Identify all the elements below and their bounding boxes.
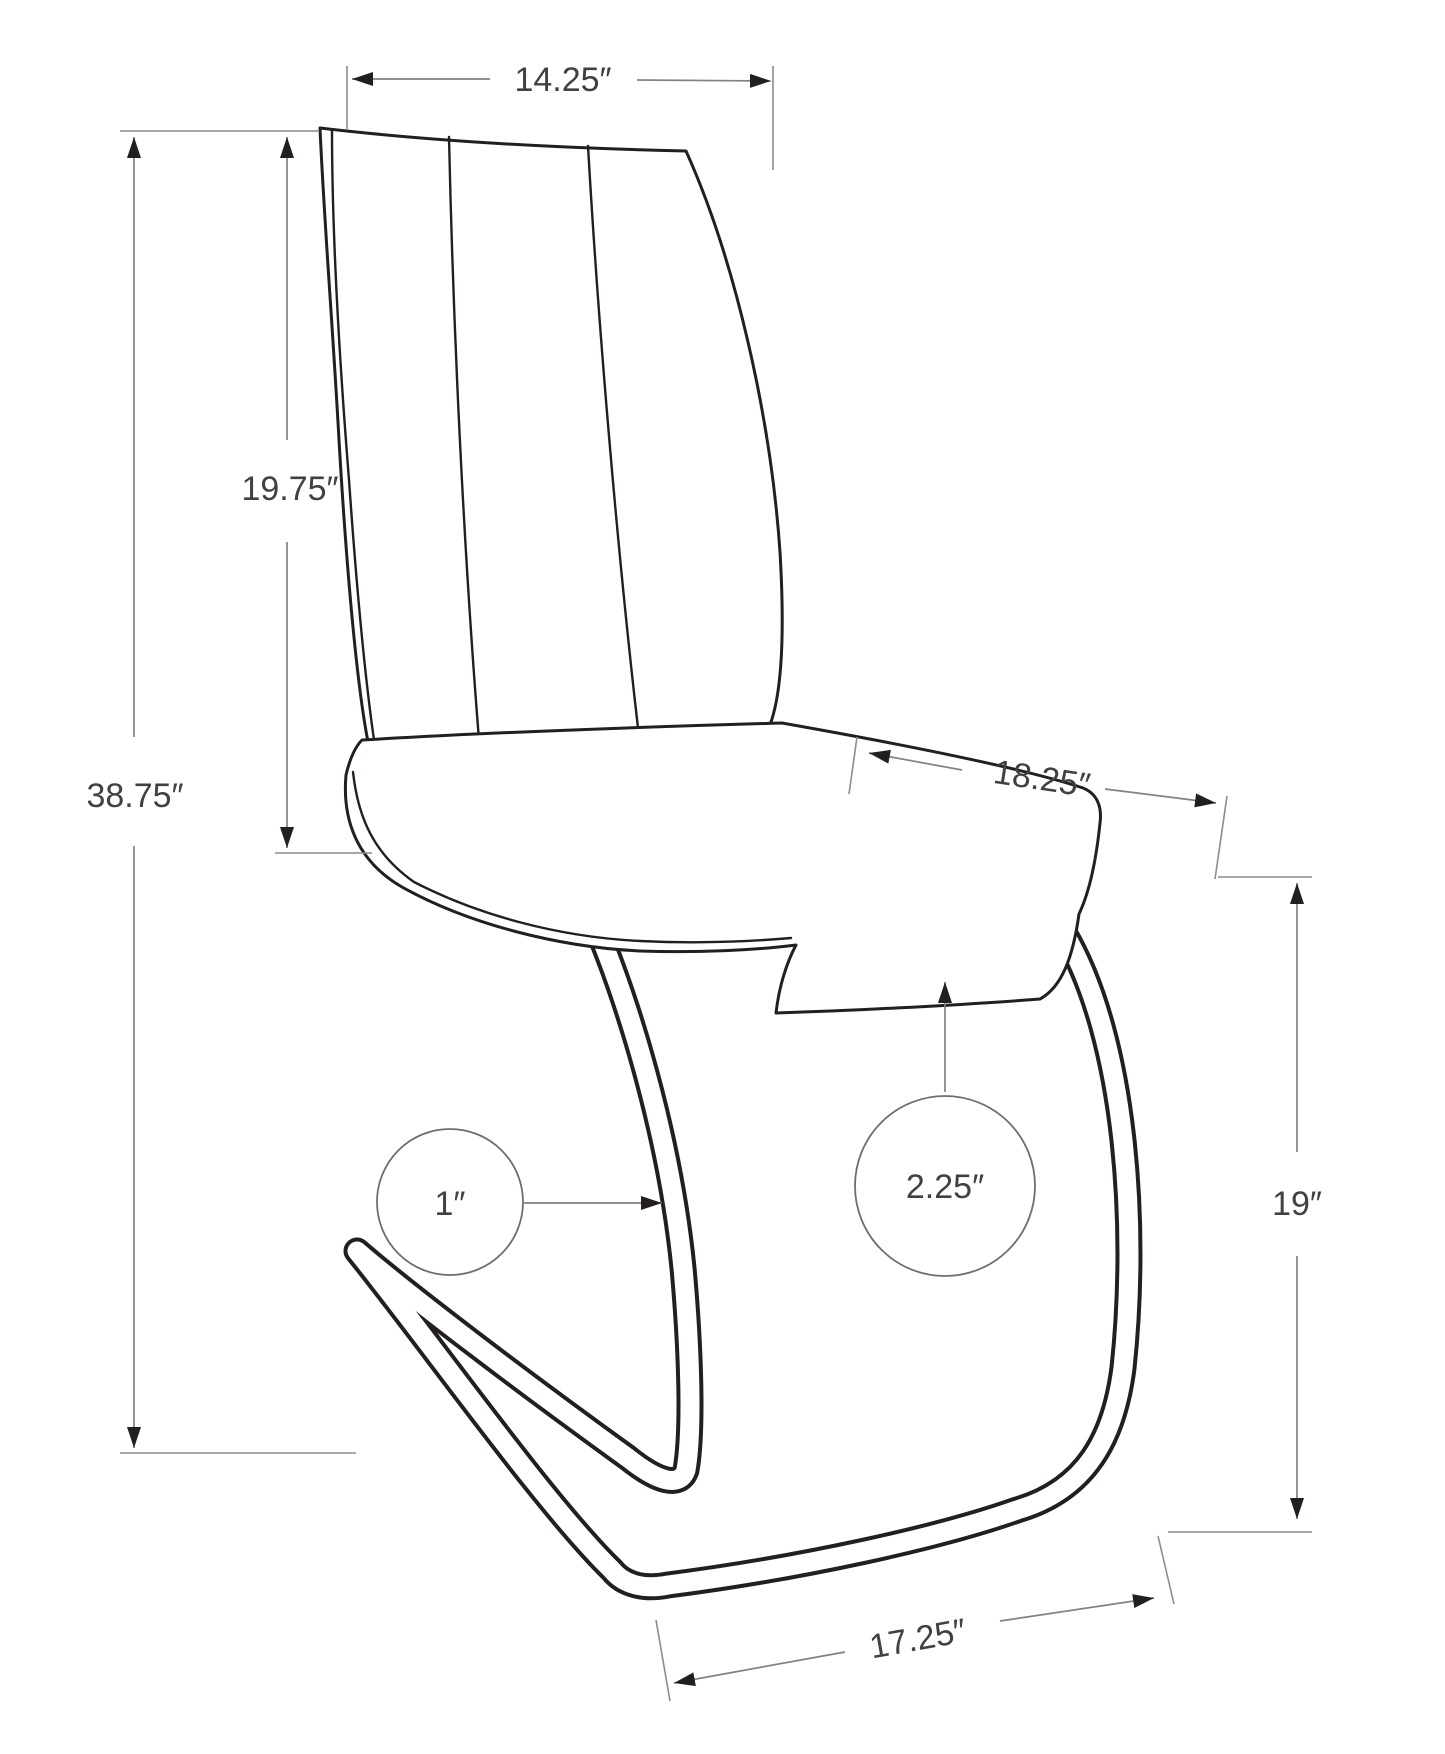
dim-overall-height: 38.75″ xyxy=(86,137,356,1454)
dim-label-overall-height: 38.75″ xyxy=(86,777,183,815)
dim-label-base-length: 17.25″ xyxy=(867,1612,969,1667)
seat-piping xyxy=(351,770,793,944)
dim-back-height: 19.75″ xyxy=(120,130,372,854)
chair-drawing xyxy=(318,126,1143,1601)
dim-line xyxy=(673,1651,846,1687)
backrest-seam-left xyxy=(447,135,481,742)
backrest-left-piping xyxy=(330,128,376,742)
extension-line xyxy=(1157,1535,1175,1605)
dim-label-back-width: 14.25″ xyxy=(514,61,611,99)
backrest-seam-right xyxy=(586,144,642,747)
callout-tube-diameter: 1″ xyxy=(376,1128,662,1276)
extension-line xyxy=(1214,795,1228,880)
callout-label-tube-diameter: 1″ xyxy=(435,1185,466,1223)
callout-circle xyxy=(376,1128,524,1276)
dim-label-back-height: 19.75″ xyxy=(241,470,338,508)
dim-line xyxy=(1104,788,1217,808)
callout-seat-thickness: 2.25″ xyxy=(854,982,1036,1277)
extension-line xyxy=(655,1619,671,1702)
dim-line xyxy=(636,73,772,88)
backrest-outline xyxy=(318,126,784,745)
extension-line xyxy=(848,736,858,795)
seat-outline xyxy=(343,721,1102,1015)
dim-line xyxy=(868,749,963,771)
base-tube-inner xyxy=(347,890,1139,1597)
callout-label-seat-thickness: 2.25″ xyxy=(906,1168,984,1206)
dim-seat-height: 19″ xyxy=(1168,876,1322,1533)
dim-label-seat-height: 19″ xyxy=(1272,1185,1322,1223)
dim-line xyxy=(999,1594,1155,1622)
callout-circle xyxy=(854,1095,1036,1277)
dim-back-width: 14.25″ xyxy=(346,61,774,170)
dim-base-length: 17.25″ xyxy=(655,1535,1175,1702)
